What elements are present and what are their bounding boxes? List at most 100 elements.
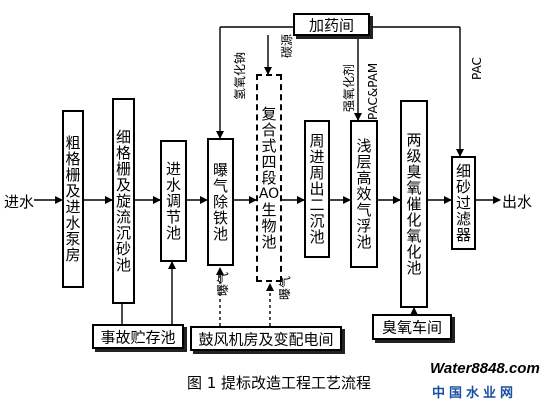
unit-glyph: 浅 bbox=[356, 137, 372, 155]
unit-glyph: 化 bbox=[406, 211, 422, 229]
unit-label: 周进周出二沉池 bbox=[306, 133, 328, 245]
unit-glyph: AO bbox=[258, 186, 280, 202]
unit-aeration-iron: 曝气除铁池 bbox=[207, 138, 234, 266]
unit-text: 细砂过滤器 bbox=[453, 163, 474, 243]
unit-glyph: 出 bbox=[309, 180, 325, 198]
watermark: Water8848.com 中国水业网 bbox=[430, 360, 558, 406]
unit-glyph: 化 bbox=[406, 243, 422, 261]
unit-glyph: 高 bbox=[356, 169, 372, 187]
unit-glyph: 栅 bbox=[65, 166, 81, 184]
unit-glyph: 砂 bbox=[115, 240, 131, 258]
unit-glyph: 氧 bbox=[406, 227, 422, 245]
unit-glyph: 周 bbox=[309, 164, 325, 182]
unit-glyph: 复 bbox=[261, 105, 277, 123]
unit-glyph: 除 bbox=[212, 193, 228, 211]
unit-glyph: 旋 bbox=[115, 192, 131, 210]
unit-glyph: 池 bbox=[309, 228, 325, 246]
unit-glyph: 滤 bbox=[455, 210, 471, 228]
emergency-tank: 事故贮存池 bbox=[92, 324, 184, 349]
unit-equalization: 进水调节池 bbox=[160, 140, 187, 262]
unit-glyph: 两 bbox=[406, 131, 422, 149]
unit-glyph: 房 bbox=[65, 246, 81, 264]
unit-glyph: 细 bbox=[115, 128, 131, 146]
unit-glyph: 级 bbox=[406, 147, 422, 165]
inlet-label: 进水 bbox=[4, 193, 35, 211]
unit-glyph: 段 bbox=[261, 169, 277, 187]
unit-glyph: 砂 bbox=[455, 178, 471, 196]
ozone-room: 臭氧车间 bbox=[372, 314, 452, 340]
unit-glyph: 细 bbox=[455, 162, 471, 180]
unit-glyph: 池 bbox=[261, 233, 277, 251]
unit-glyph: 曝 bbox=[212, 161, 228, 179]
unit-glyph: 氧 bbox=[406, 179, 422, 197]
unit-text: 进水调节池 bbox=[162, 161, 185, 241]
unit-glyph: 沉 bbox=[309, 212, 325, 230]
chem-pac-label: PAC bbox=[470, 57, 484, 80]
dosing-house: 加药间 bbox=[293, 13, 370, 36]
unit-clarifier: 周进周出二沉池 bbox=[304, 120, 330, 258]
unit-fine-screen: 细格栅及旋流沉砂池 bbox=[112, 98, 135, 304]
air-label-2: 曝气 bbox=[278, 275, 292, 300]
unit-label: 曝气除铁池 bbox=[209, 162, 232, 242]
chem-naoh-label: 氢氧化钠 bbox=[233, 51, 247, 100]
unit-glyph: 沉 bbox=[115, 224, 131, 242]
blower-room-label: 鼓风机房及变配电间 bbox=[198, 330, 334, 348]
blower-room: 鼓风机房及变配电间 bbox=[190, 326, 342, 351]
unit-glyph: 泵 bbox=[65, 230, 81, 248]
unit-glyph: 格 bbox=[65, 150, 81, 168]
chem-pacpam-label: PAC&PAM bbox=[366, 62, 380, 120]
unit-glyph: 进 bbox=[165, 160, 181, 178]
unit-label: 粗格栅及进水泵房 bbox=[64, 135, 82, 263]
unit-text: 曝气除铁池 bbox=[209, 162, 232, 242]
unit-glyph: 池 bbox=[115, 256, 131, 274]
unit-glyph: 四 bbox=[261, 153, 277, 171]
ozone-room-label: 臭氧车间 bbox=[381, 318, 442, 337]
watermark-site: Water8848.com bbox=[430, 360, 540, 377]
unit-coarse-screen: 粗格栅及进水泵房 bbox=[62, 110, 84, 288]
unit-glyph: 周 bbox=[309, 132, 325, 150]
unit-glyph: 铁 bbox=[212, 209, 228, 227]
unit-label: 进水调节池 bbox=[162, 161, 185, 241]
unit-glyph: 节 bbox=[165, 208, 181, 226]
unit-text: 细格栅及旋流沉砂池 bbox=[114, 129, 133, 273]
chem-oxidant-label: 强氧化剂 bbox=[342, 63, 356, 112]
unit-glyph: 器 bbox=[455, 226, 471, 244]
unit-glyph: 物 bbox=[261, 217, 277, 235]
unit-glyph: 及 bbox=[65, 182, 81, 200]
unit-glyph: 池 bbox=[406, 259, 422, 277]
unit-sand-filter: 细砂过滤器 bbox=[451, 156, 476, 250]
unit-label: 两级臭氧催化氧化池 bbox=[402, 132, 426, 276]
unit-glyph: 池 bbox=[356, 233, 372, 251]
unit-glyph: 进 bbox=[65, 198, 81, 216]
unit-text: 两级臭氧催化氧化池 bbox=[402, 132, 426, 276]
unit-glyph: 浮 bbox=[356, 217, 372, 235]
dosing-house-label: 加药间 bbox=[308, 16, 354, 34]
unit-glyph: 流 bbox=[115, 208, 131, 226]
unit-glyph: 生 bbox=[261, 201, 277, 219]
unit-label: 细砂过滤器 bbox=[453, 163, 474, 243]
unit-glyph: 栅 bbox=[115, 160, 131, 178]
unit-glyph: 水 bbox=[65, 214, 81, 232]
unit-glyph: 池 bbox=[212, 225, 228, 243]
unit-glyph: 二 bbox=[309, 196, 325, 214]
unit-glyph: 进 bbox=[309, 148, 325, 166]
figure-caption: 图 1 提标改造工程工艺流程 bbox=[186, 374, 372, 392]
unit-text: 周进周出二沉池 bbox=[306, 133, 328, 245]
unit-label: 浅层高效气浮池 bbox=[352, 138, 376, 250]
unit-label: 细格栅及旋流沉砂池 bbox=[114, 129, 133, 273]
unit-glyph: 层 bbox=[356, 153, 372, 171]
unit-glyph: 臭 bbox=[406, 163, 422, 181]
unit-glyph: 气 bbox=[356, 201, 372, 219]
watermark-name: 中国水业网 bbox=[432, 386, 518, 401]
outlet-label: 出水 bbox=[502, 193, 533, 211]
unit-glyph: 及 bbox=[115, 176, 131, 194]
unit-text: 浅层高效气浮池 bbox=[352, 138, 376, 250]
unit-glyph: 池 bbox=[165, 224, 181, 242]
emergency-tank-label: 事故贮存池 bbox=[100, 328, 176, 346]
unit-glyph: 效 bbox=[356, 185, 372, 203]
unit-glyph: 调 bbox=[165, 192, 181, 210]
air-label-1: 曝气 bbox=[216, 271, 230, 296]
